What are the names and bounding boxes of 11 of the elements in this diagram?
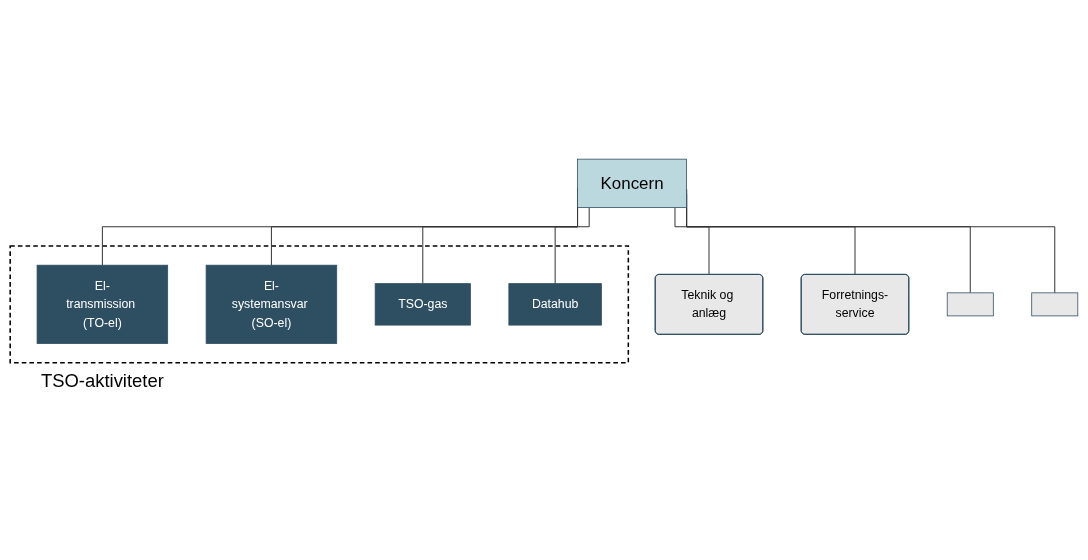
node-box: El-transmission (TO-el)	[36, 264, 169, 344]
node-box: Datahub	[508, 283, 602, 326]
node-label: TSO-aktiviteter	[40, 370, 164, 392]
node-box: Koncern	[577, 158, 687, 208]
node-box	[946, 292, 994, 317]
connector	[674, 206, 710, 276]
node-box	[1031, 292, 1079, 317]
cluster	[9, 245, 630, 364]
connector	[554, 206, 590, 284]
node-box: El-systemansvar (SO-el)	[205, 264, 338, 344]
node-box: TSO-gas	[374, 283, 471, 326]
